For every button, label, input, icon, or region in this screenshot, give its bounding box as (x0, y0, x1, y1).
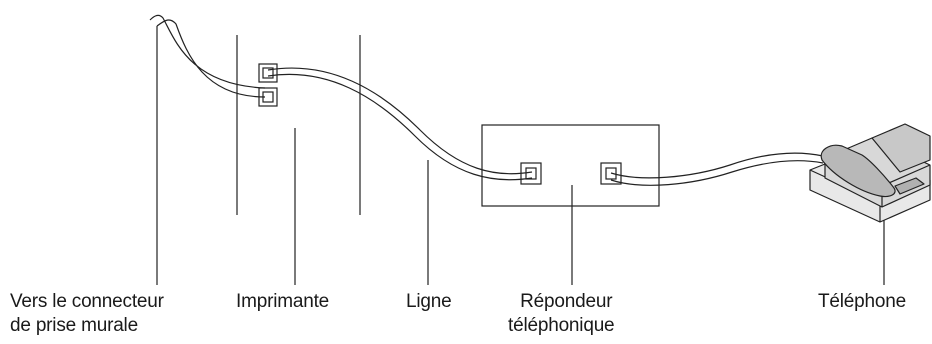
telephone-icon (809, 123, 931, 285)
answering-machine-box (481, 124, 660, 207)
wall-cable (149, 14, 266, 89)
answering-machine-label-line1: Répondeur (520, 291, 613, 312)
line-cable (267, 67, 533, 175)
telephone-label: Téléphone (818, 291, 906, 312)
wall-connector-label-line1: Vers le connecteur (10, 291, 164, 312)
answering-machine-label-line2: téléphonique (508, 315, 615, 336)
wall-connector-label: Vers le connecteur de prise murale (10, 290, 164, 338)
printer-line-port (258, 63, 278, 83)
line-label: Ligne (406, 291, 452, 312)
printer-label: Imprimante (236, 291, 330, 312)
answering-machine-in-port (520, 162, 542, 185)
answering-machine-label: Répondeur téléphonique (508, 290, 615, 338)
wall-connector-label-line2: de prise murale (10, 315, 138, 336)
telephone-cable (610, 152, 824, 179)
printer-phone-port (258, 87, 278, 107)
answering-machine-out-port (600, 162, 622, 185)
